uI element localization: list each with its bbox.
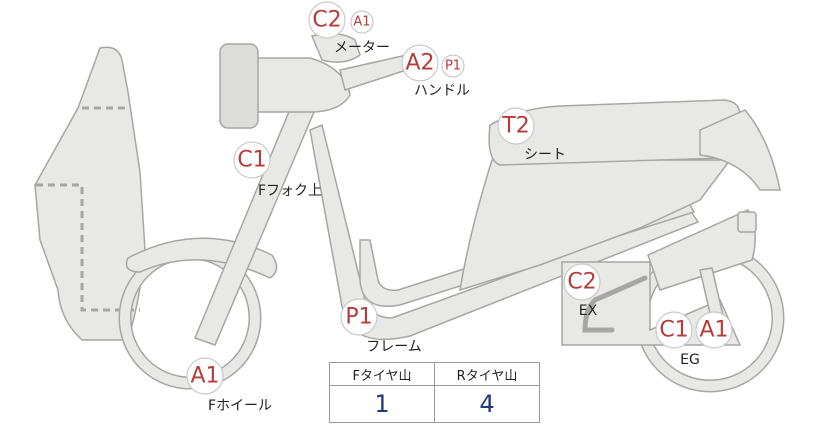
label-front-wheel[interactable]: A1 Fホイール [186,357,272,414]
muffler [647,209,757,291]
svg-text:P1: P1 [345,305,372,330]
front-leg-shield [34,46,146,341]
svg-text:A1: A1 [353,15,370,30]
headlight [219,43,351,129]
svg-text:EG: EG [680,352,700,368]
exhaust-pipe [582,275,648,333]
label-seat[interactable]: T2 シート [497,107,566,163]
svg-text:Fフォク上: Fフォク上 [258,183,322,199]
rear-tread-header: Rタイヤ山 [434,362,540,386]
svg-text:Fホイール: Fホイール [208,398,272,414]
label-meter[interactable]: C2 A1 メーター [308,1,390,56]
svg-text:C2: C2 [312,8,341,33]
svg-text:C1: C1 [237,148,266,173]
svg-text:P1: P1 [445,59,461,74]
front-tread-value: 1 [329,385,435,423]
svg-text:A1: A1 [190,364,219,389]
tread-value-row: 1 4 [329,385,540,423]
label-engine[interactable]: C1 A1 EG [655,311,733,368]
svg-text:フレーム: フレーム [366,339,422,355]
svg-text:C1: C1 [659,318,688,343]
rear-tail [699,109,781,191]
svg-text:A1: A1 [699,318,728,343]
label-frame[interactable]: P1 フレーム [340,298,422,355]
tread-header-row: Fタイヤ山 Rタイヤ山 [329,362,540,386]
label-fork-upper[interactable]: C1 Fフォク上 [233,141,322,199]
svg-text:A2: A2 [405,51,434,76]
svg-text:T2: T2 [501,114,529,139]
front-tread-header: Fタイヤ山 [329,362,435,386]
body-panel [459,159,732,292]
label-exhaust[interactable]: C2 EX [563,263,601,319]
svg-text:メーター: メーター [334,40,390,56]
label-handle[interactable]: A2 P1 ハンドル [401,44,470,99]
svg-text:ハンドル: ハンドル [414,83,470,99]
tread-depth-table: Fタイヤ山 Rタイヤ山 1 4 [329,362,540,423]
svg-text:シート: シート [524,147,566,163]
svg-text:EX: EX [579,303,598,319]
rear-tread-value: 4 [434,385,540,423]
svg-text:C2: C2 [567,270,596,295]
